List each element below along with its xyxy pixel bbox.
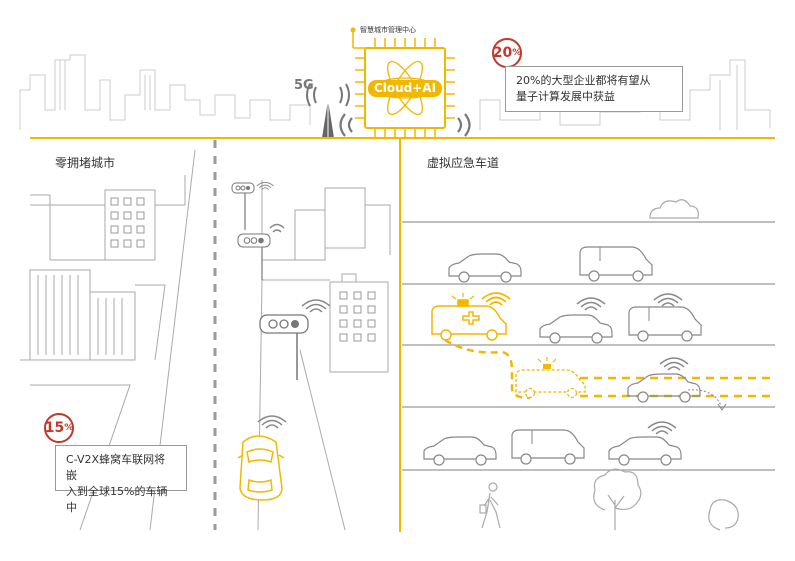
ambulance-ghost-icon [515,369,586,399]
stat-callout-bottom: C-V2X蜂窝车联网将嵌 入到全球15%的车辆中 [55,445,187,514]
stat-line-2: 入到全球15%的车辆中 [66,485,168,514]
stat-badge-top: 20% [492,38,522,68]
badge-number: 20 [492,45,513,61]
left-building-windows [37,197,145,355]
badge-unit: % [512,48,522,58]
network-label: 5G [294,78,314,93]
car-icon [608,436,682,466]
wifi-signal-icon [257,415,287,429]
arrow-icon [717,403,727,411]
pedestrian-icon [479,482,501,529]
city-skyline-icon [19,54,771,130]
car-pull-over-path [687,389,723,409]
stat-line-2: 量子计算发展中获益 [516,90,615,103]
siren-rays [537,357,557,369]
wifi-signal-icon [481,292,511,306]
siren-rays [451,293,475,300]
stat-callout-top: 20%的大型企业都将有望从 量子计算发展中获益 [505,66,683,112]
badge-unit: % [64,423,74,433]
car-icon [423,436,497,466]
traffic-light-icon [259,299,331,380]
tree-icon [593,468,739,531]
badge-number: 15 [44,420,65,436]
section-title-left: 零拥堵城市 [55,156,116,170]
emergency-route-path [444,338,531,400]
wifi-signal-icon [653,293,683,307]
wifi-signal-icon [339,113,471,137]
lane-lines [402,221,775,471]
management-center-label: 智慧城市管理中心 [360,26,416,34]
wifi-signal-icon [576,297,606,311]
stat-line-1: C-V2X蜂窝车联网将嵌 [66,453,166,482]
wifi-signal-icon [647,421,677,435]
stat-line-1: 20%的大型企业都将有望从 [516,74,651,87]
van-icon [628,306,702,342]
van-icon [579,246,653,282]
wifi-signal-icon [659,357,689,371]
traffic-light-icon [231,181,275,230]
cloud-icon [649,199,699,219]
van-icon [511,429,585,465]
section-title-right: 虚拟应急车道 [427,156,500,170]
traffic-light-icon [237,223,285,280]
emergency-lane-lines [580,376,775,398]
car-icon [237,435,285,501]
chip-icon [350,27,455,138]
cell-tower-icon [306,83,350,138]
car-icon [448,253,522,283]
car-icon [539,314,613,344]
chip-label: Cloud+AI [373,81,437,95]
stat-badge-bottom: 15% [44,413,74,443]
ambulance-icon [431,299,507,341]
